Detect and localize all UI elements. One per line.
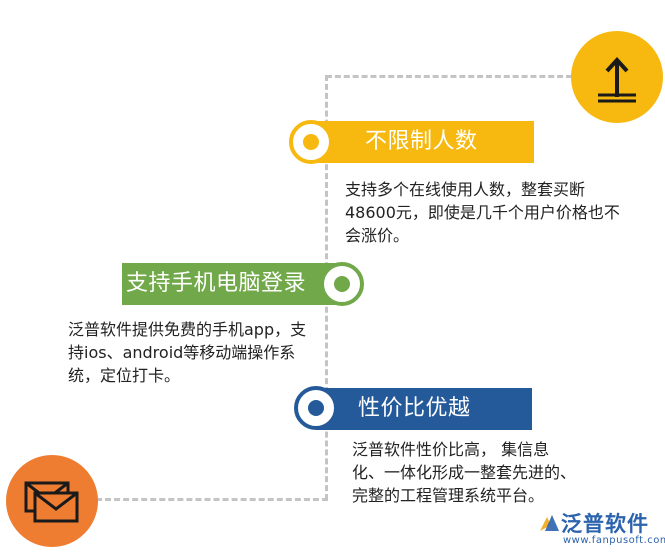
company-logo: 泛普软件 www.fanpusoft.com [537,508,665,552]
logo-name: 泛普软件 [561,512,649,536]
connector-top [326,75,572,78]
feature-title: 不限制人数 [365,129,478,154]
feature-title-bar: 支持手机电脑登录 [122,263,337,305]
feature-description: 泛普软件提供免费的手机app，支持ios、android等移动端操作系统，定位打… [68,320,307,385]
feature-bullet [294,386,338,430]
logo-url: www.fanpusoft.com [563,535,665,546]
feature-description: 泛普软件性价比高， 集信息化、一体化形成一整套先进的、完整的工程管理系统平台。 [352,440,577,505]
logo-mark-icon [540,515,559,531]
feature-title: 支持手机电脑登录 [126,271,307,296]
feature-title-bar: 不限制人数 [310,121,534,163]
feature-title-bar: 性价比优越 [316,388,532,430]
feature-title: 性价比优越 [358,396,471,421]
upload-icon [571,31,663,123]
feature-description: 支持多个在线使用人数，整套买断48600元，即使是几千个用户价格也不会涨价。 [345,180,620,245]
feature-bullet [289,120,333,164]
mail-icon [6,455,98,547]
connector-bottom [96,498,328,501]
feature-bullet [320,262,364,306]
